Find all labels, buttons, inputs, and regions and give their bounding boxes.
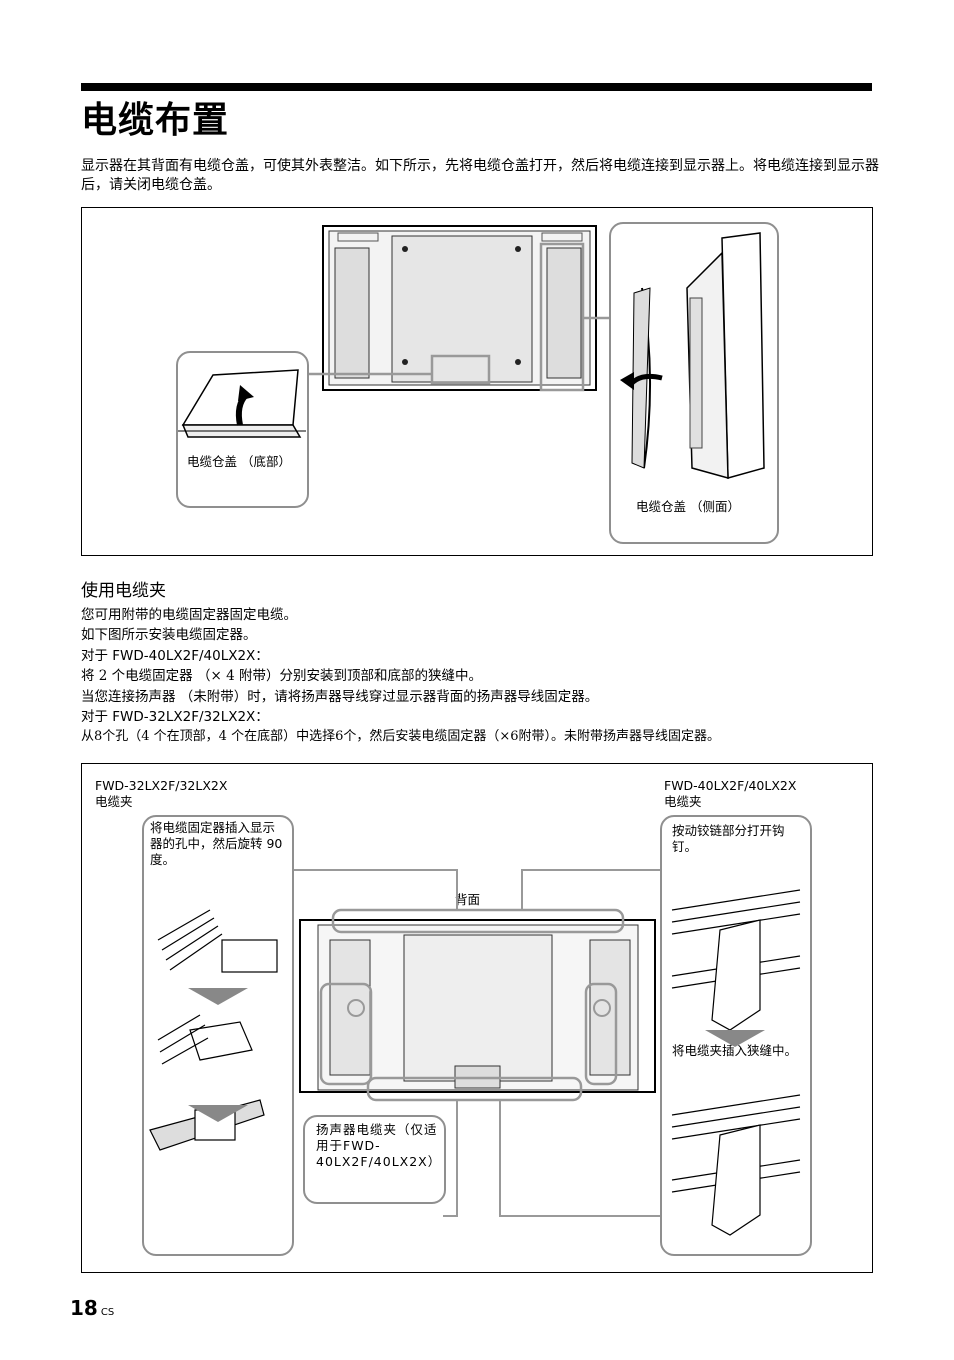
back-label: 背面 [455, 892, 481, 907]
right-clip-label: 电缆夹 [664, 794, 702, 809]
cover-bottom-drawing [178, 369, 306, 438]
cover-side-label: 电缆仓盖 （侧面） [636, 499, 740, 514]
cover-bottom-label: 电缆仓盖 （底部） [187, 454, 291, 469]
intro-paragraph: 显示器在其背面有电缆仓盖，可使其外表整洁。如下所示，先将电缆仓盖打开，然后将电缆… [81, 158, 879, 193]
monitor-back-illustration [307, 225, 611, 392]
cover-bottom-detail [176, 351, 309, 508]
right-clip-detail [660, 815, 812, 1256]
right-instruction: 按动铰链部分打开钩钉。 [672, 823, 785, 854]
speaker-clip-detail [303, 1115, 446, 1204]
section-model-heading: 对于 FWD-32LX2F/32LX2X： [81, 709, 269, 726]
left-clip-label: 电缆夹 [95, 794, 133, 809]
section-line: 当您连接扬声器 （未附带）时，请将扬声器导线穿过显示器背面的扬声器导线固定器。 [81, 688, 599, 705]
section-line: 您可用附带的电缆固定器固定电缆。 [81, 607, 297, 623]
section-line: 从8个孔（4 个在顶部，4 个在底部）中选择6个，然后安装电缆固定器（×6附带）… [81, 729, 721, 745]
page-title: 电缆布置 [81, 100, 230, 141]
section-line: 将 2 个电缆固定器 （× 4 附带）分别安装到顶部和底部的狭缝中。 [81, 668, 482, 685]
cover-side-drawing [620, 232, 765, 479]
page-number-suffix: CS [100, 1307, 115, 1318]
speaker-clip-label: 扬声器电缆夹（仅适用于FWD-40LX2F/40LX2X） [316, 1122, 442, 1169]
left-clip-detail [142, 815, 294, 1256]
section-heading: 使用电缆夹 [81, 581, 166, 601]
cover-side-detail [609, 222, 779, 544]
right-instruction-2: 将电缆夹插入狭缝中。 [672, 1043, 798, 1058]
section-line: 如下图所示安装电缆固定器。 [81, 627, 257, 644]
section-model-heading: 对于 FWD-40LX2F/40LX2X： [81, 647, 269, 664]
clip-illustrations [149, 869, 801, 1236]
page-number-value: 18 [70, 1296, 98, 1320]
figure-cable-clips [81, 763, 873, 1273]
figure-cable-cover [81, 207, 873, 556]
title-rule [81, 83, 872, 91]
left-instruction: 将电缆固定器插入显示器的孔中，然后旋转 90 度。 [150, 820, 283, 867]
section-body: 您可用附带的电缆固定器固定电缆。 如下图所示安装电缆固定器。 对于 FWD-40… [81, 605, 881, 748]
right-model-label: FWD-40LX2F/40LX2X [664, 778, 797, 793]
left-model-label: FWD-32LX2F/32LX2X [95, 778, 228, 793]
